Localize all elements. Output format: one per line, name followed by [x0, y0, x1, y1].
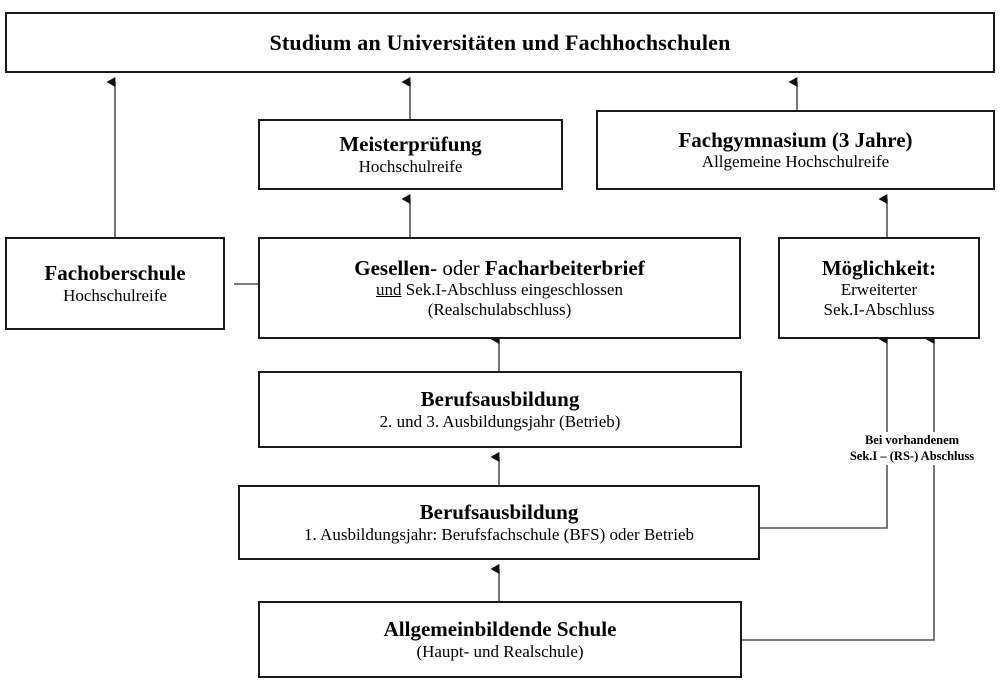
- connector-schule-to-moeglichkeit: [742, 334, 935, 641]
- node-berufsausbildung-1-sub: 1. Ausbildungsjahr: Berufsfachschule (BF…: [304, 524, 694, 544]
- node-fachgymnasium-heading: Fachgymnasium (3 Jahre): [678, 127, 913, 152]
- node-moeglichkeit-sub: Erweiterter: [840, 280, 918, 300]
- node-meisterpruefung[interactable]: Meisterprüfung Hochschulreife: [258, 119, 563, 190]
- node-gesellenbrief-heading-conjunction: oder: [437, 255, 485, 280]
- node-moeglichkeit-sub2: Sek.I-Abschluss: [823, 300, 935, 320]
- node-gesellenbrief-sub-rest: Sek.I-Abschluss eingeschlossen: [401, 280, 623, 300]
- node-berufsausbildung-1-heading: Berufsausbildung: [419, 500, 579, 525]
- node-gesellenbrief-heading-part1: Gesellen-: [354, 255, 438, 280]
- node-allgemeinbildende-schule[interactable]: Allgemeinbildende Schule (Haupt- und Rea…: [258, 601, 742, 678]
- node-gesellenbrief-heading: Gesellen- oder Facharbeiterbrief: [354, 256, 644, 281]
- node-berufsausbildung-23-sub: 2. und 3. Ausbildungsjahr (Betrieb): [379, 411, 621, 431]
- node-gesellenbrief-sub-underlined: und: [376, 280, 402, 300]
- node-meisterpruefung-sub: Hochschulreife: [358, 156, 463, 176]
- node-fachoberschule-heading: Fachoberschule: [44, 261, 186, 286]
- node-gesellenbrief-sub: und Sek.I-Abschluss eingeschlossen: [376, 280, 623, 300]
- annotation-bedingung-line1: Bei vorhandenem: [864, 433, 960, 447]
- annotation-bedingung: Bei vorhandenem Sek.I – (RS-) Abschluss: [828, 432, 996, 465]
- node-gesellenbrief[interactable]: Gesellen- oder Facharbeiterbrief und Sek…: [258, 237, 741, 339]
- node-fachoberschule-sub: Hochschulreife: [63, 285, 167, 305]
- node-moeglichkeit-heading: Möglichkeit:: [821, 255, 937, 280]
- node-studium-heading: Studium an Universitäten und Fachhochsch…: [269, 29, 731, 55]
- node-moeglichkeit[interactable]: Möglichkeit: Erweiterter Sek.I-Abschluss: [778, 237, 980, 339]
- node-berufsausbildung-23[interactable]: Berufsausbildung 2. und 3. Ausbildungsja…: [258, 371, 742, 448]
- node-berufsausbildung-23-heading: Berufsausbildung: [420, 387, 580, 412]
- node-fachoberschule[interactable]: Fachoberschule Hochschulreife: [5, 237, 225, 330]
- node-fachgymnasium-sub: Allgemeine Hochschulreife: [701, 152, 890, 172]
- node-berufsausbildung-1[interactable]: Berufsausbildung 1. Ausbildungsjahr: Ber…: [238, 485, 760, 560]
- node-allgemeinbildende-schule-sub: (Haupt- und Realschule): [416, 641, 584, 661]
- annotation-bedingung-line2: Sek.I – (RS-) Abschluss: [849, 449, 975, 464]
- node-allgemeinbildende-schule-heading: Allgemeinbildende Schule: [383, 617, 617, 642]
- node-gesellenbrief-heading-part2: Facharbeiterbrief: [484, 255, 645, 280]
- node-meisterpruefung-heading: Meisterprüfung: [339, 132, 482, 157]
- node-studium[interactable]: Studium an Universitäten und Fachhochsch…: [5, 12, 995, 73]
- node-fachgymnasium[interactable]: Fachgymnasium (3 Jahre) Allgemeine Hochs…: [596, 110, 995, 190]
- node-gesellenbrief-sub2: (Realschulabschluss): [427, 300, 572, 320]
